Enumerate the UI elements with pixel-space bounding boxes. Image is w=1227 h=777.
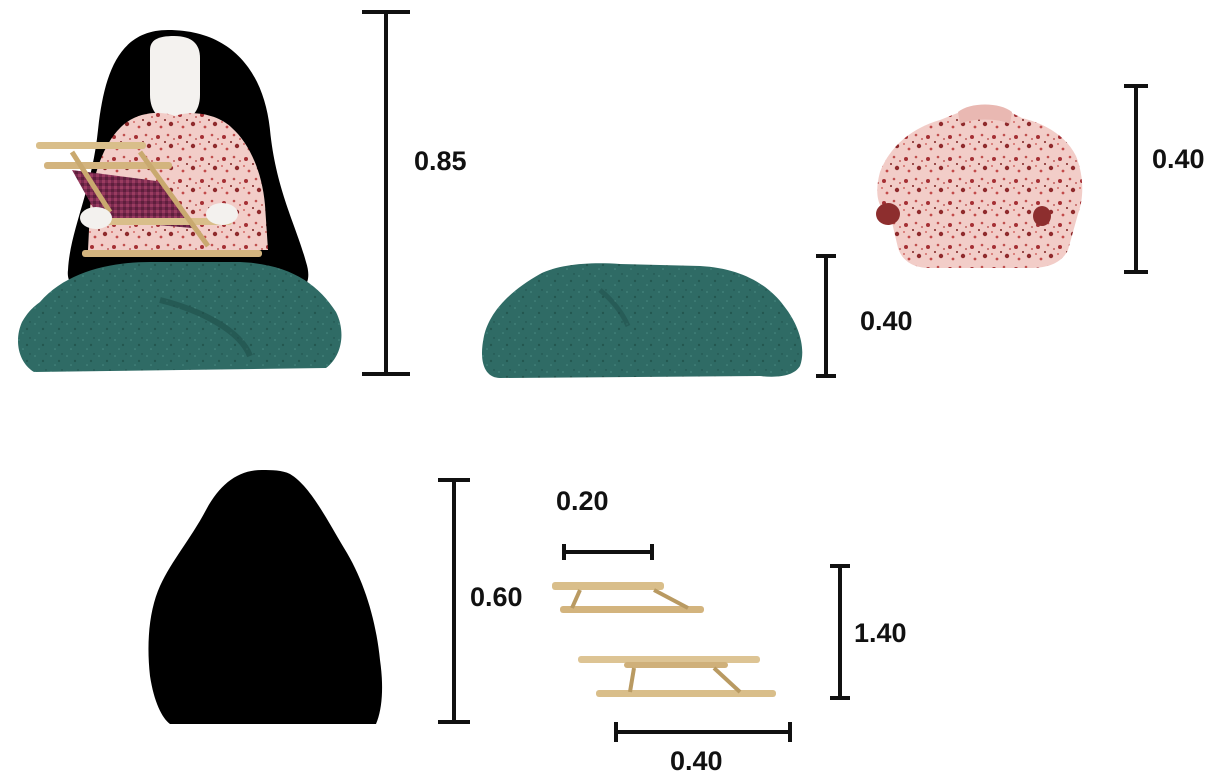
shirt bbox=[876, 104, 1083, 268]
backstrap-loom bbox=[552, 582, 776, 697]
loom-piece-small bbox=[552, 582, 704, 613]
shirt-collar bbox=[958, 104, 1012, 124]
loom-long-width-label: 0.40 bbox=[670, 746, 723, 776]
figure-rock-lap bbox=[18, 262, 342, 372]
figure-left-hand bbox=[80, 207, 112, 229]
loom-length-label: 1.40 bbox=[854, 618, 907, 648]
dimension-hair-height: 0.60 bbox=[438, 478, 523, 724]
hair bbox=[148, 470, 383, 724]
loom-piece-large bbox=[578, 656, 776, 697]
figure-rock-fold bbox=[159, 297, 253, 358]
dimension-figure-height: 0.85 bbox=[362, 10, 467, 376]
dimension-shirt-height: 0.40 bbox=[1124, 84, 1205, 274]
hair-height-label: 0.60 bbox=[470, 582, 523, 612]
seated-weaver-figure bbox=[18, 30, 342, 372]
figure-right-hand bbox=[206, 203, 238, 225]
dimension-loom-short-width: 0.20 bbox=[556, 486, 654, 560]
shirt-body bbox=[877, 106, 1083, 268]
rock-seat-ridge bbox=[598, 288, 631, 328]
figure-face bbox=[150, 36, 200, 122]
rock-seat bbox=[481, 263, 803, 378]
shirt-right-sleeve-opening bbox=[1033, 206, 1051, 226]
rock-height-label: 0.40 bbox=[860, 306, 913, 336]
figure-height-label: 0.85 bbox=[414, 146, 467, 176]
shirt-left-sleeve-opening bbox=[876, 203, 900, 225]
loom-short-width-label: 0.20 bbox=[556, 486, 609, 516]
dimension-rock-height: 0.40 bbox=[816, 254, 913, 378]
dimension-loom-length: 1.40 bbox=[830, 564, 907, 700]
shirt-height-label: 0.40 bbox=[1152, 144, 1205, 174]
dimension-loom-long-width: 0.40 bbox=[614, 722, 792, 776]
